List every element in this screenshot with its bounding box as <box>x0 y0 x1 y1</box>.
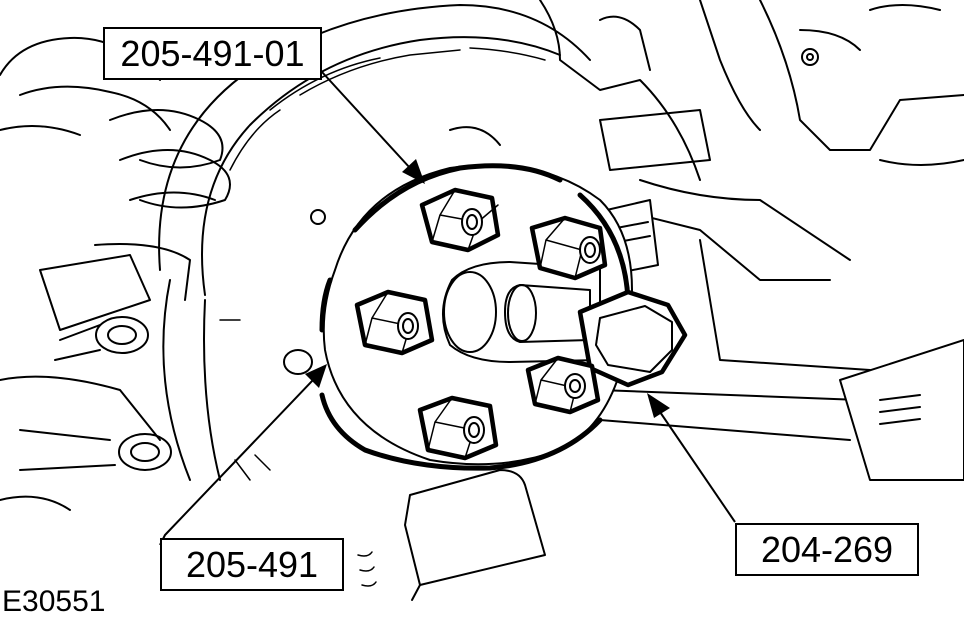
callout-205-491: 205-491 <box>160 538 344 591</box>
suspension-background <box>0 36 231 511</box>
callout-205-491-text: 205-491 <box>185 543 319 585</box>
figure-id: E30551 <box>2 585 106 618</box>
nut-left <box>354 289 435 356</box>
callout-205-491-01: 205-491-01 <box>103 27 322 80</box>
nut-bottom <box>417 395 499 461</box>
hub-shaft <box>441 261 601 363</box>
leader-205-491 <box>159 364 327 546</box>
callout-205-491-01-text: 205-491-01 <box>120 32 305 74</box>
callout-204-269-text: 204-269 <box>760 528 894 570</box>
callout-204-269: 204-269 <box>735 523 919 576</box>
leader-205-491-01 <box>321 71 425 184</box>
nut-right <box>529 215 608 281</box>
leader-204-269 <box>647 393 736 523</box>
nut-top <box>419 187 501 253</box>
forcing-screw-hex <box>577 289 688 388</box>
wedge-block <box>357 469 546 601</box>
nut-lower-right <box>525 355 601 415</box>
